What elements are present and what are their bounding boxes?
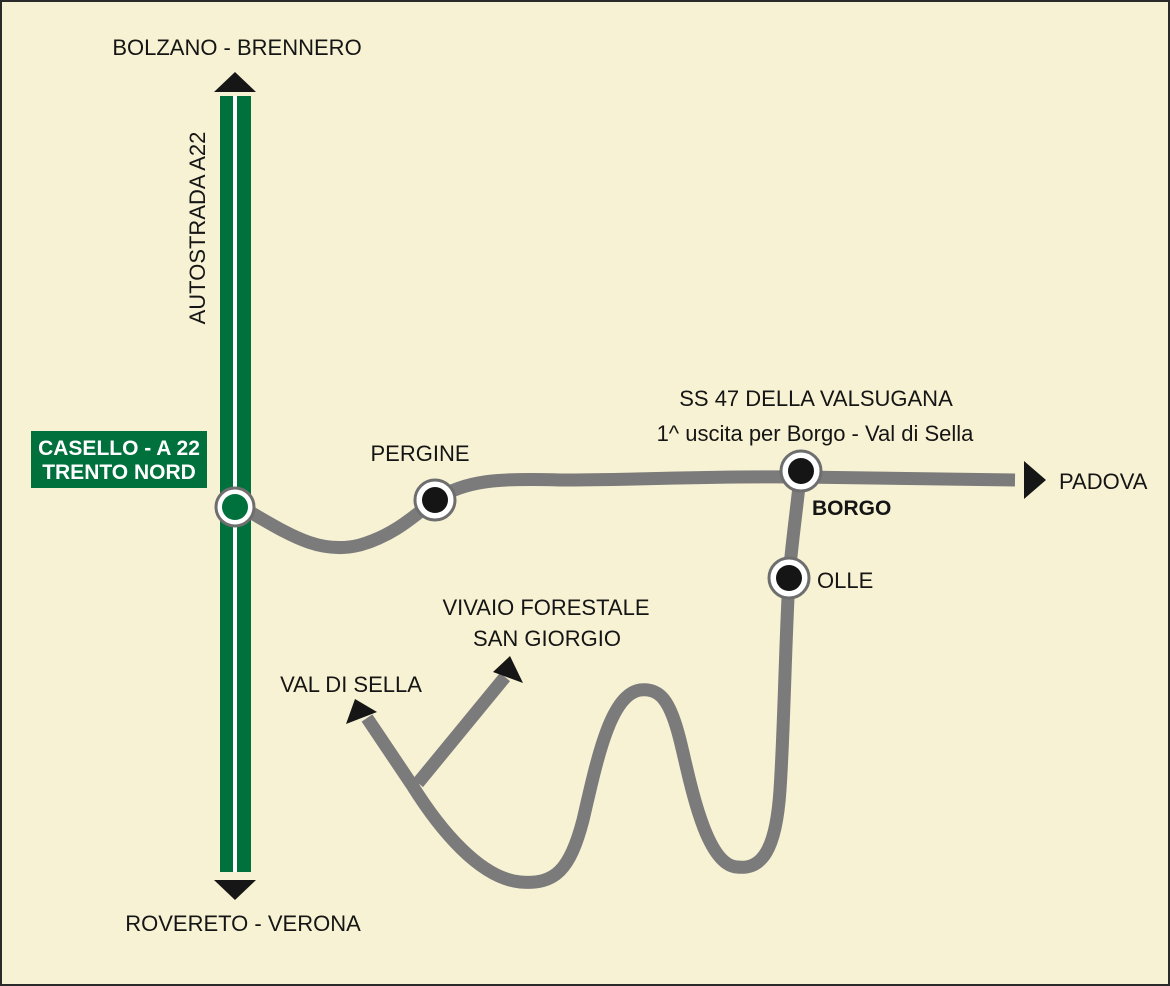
- town-marker-icon: [214, 486, 256, 528]
- south-destination-label: ROVERETO - VERONA: [125, 911, 361, 936]
- borgo-label: BORGO: [812, 497, 891, 520]
- toll-booth-line2: TRENTO NORD: [42, 461, 196, 484]
- val-di-sella-label: VAL DI SELLA: [280, 672, 422, 697]
- arrow-up-icon: [214, 72, 256, 92]
- town-marker-icon: [413, 478, 457, 522]
- main-road-name-label: SS 47 DELLA VALSUGANA: [679, 386, 953, 411]
- road-vivaio-branch: [412, 672, 511, 788]
- highway-a22: [220, 96, 251, 872]
- highway-name-label: AUTOSTRADA A22: [185, 132, 210, 325]
- town-marker-icon: [779, 449, 823, 493]
- arrow-val-di-sella-icon: [346, 699, 377, 724]
- arrow-vivaio-icon: [493, 656, 523, 683]
- exit-note-label: 1^ uscita per Borgo - Val di Sella: [657, 421, 975, 446]
- padova-label: PADOVA: [1059, 469, 1148, 494]
- road-trento-pergine: [246, 494, 439, 555]
- arrow-right-icon: [1024, 461, 1046, 499]
- town-marker-icon: [767, 556, 811, 600]
- arrow-down-icon: [214, 880, 256, 900]
- pergine-label: PERGINE: [370, 441, 469, 466]
- olle-label: OLLE: [817, 568, 873, 593]
- road-olle-val-di-sella: [361, 577, 796, 889]
- vivaio-label-line2: SAN GIORGIO: [473, 626, 621, 651]
- road-ss47: [431, 470, 1016, 506]
- north-destination-label: BOLZANO - BRENNERO: [112, 35, 361, 60]
- toll-booth-line1: CASELLO - A 22: [38, 437, 200, 460]
- vivaio-label-line1: VIVAIO FORESTALE: [442, 595, 649, 620]
- toll-booth-box: [31, 431, 207, 488]
